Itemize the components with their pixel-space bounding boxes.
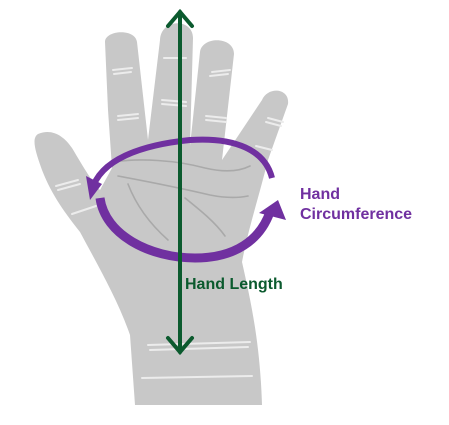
skin-creases (55, 57, 284, 379)
hand-palm-icon (34, 23, 289, 406)
circumference-back-arc (89, 136, 275, 191)
circumference-arrowhead-right (259, 200, 286, 220)
palm-lines (111, 159, 251, 241)
hand-circumference-label-line2: Circumference (300, 206, 413, 223)
hand-circumference-label-line1: Hand (300, 186, 340, 203)
hand-length-label: Hand Length (185, 276, 283, 293)
circumference-front-arc (95, 197, 275, 263)
circumference-arrowhead-left (86, 176, 102, 200)
double-headed-vertical-arrow-icon (166, 8, 194, 356)
hand-circumference-label: Hand Circumference (300, 185, 412, 225)
circular-arrow-icon (86, 136, 286, 263)
